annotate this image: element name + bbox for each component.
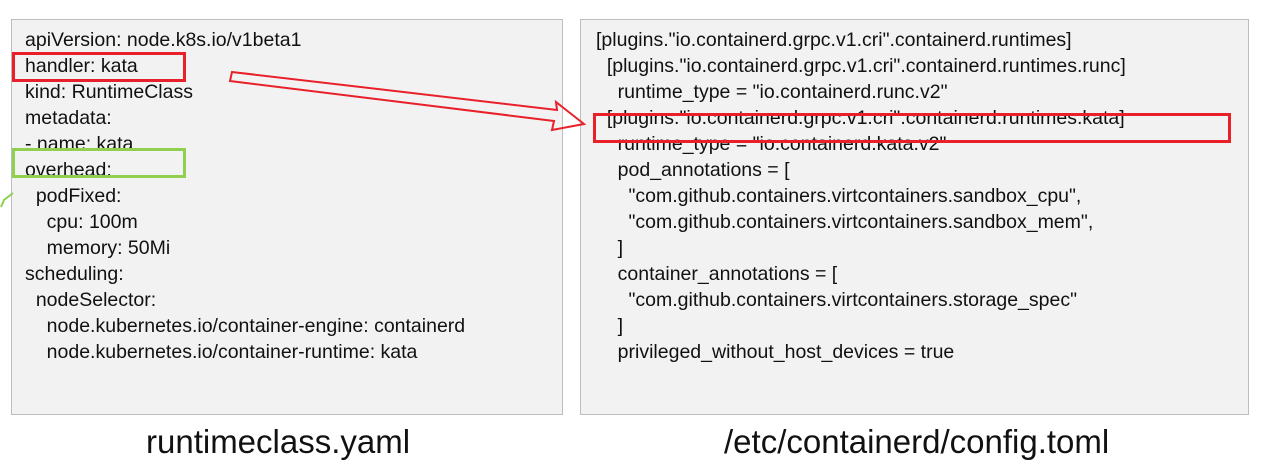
code-line-storage-spec: "com.github.containers.virtcontainers.st… [596,289,1078,311]
code-line-container-engine: node.kubernetes.io/container-engine: con… [25,315,466,337]
code-line-nodeselector: nodeSelector: [25,289,157,311]
code-line-container-annotations-close: ] [596,315,624,337]
code-line-runtimes-section: [plugins."io.containerd.grpc.v1.cri".con… [596,29,1072,51]
containerd-config-caption: /etc/containerd/config.toml [724,423,1110,460]
code-line-handler: handler: kata [25,55,138,77]
code-line-kind: kind: RuntimeClass [25,81,193,103]
runtimeclass-caption: runtimeclass.yaml [146,423,411,460]
code-line-runc-runtime-type: runtime_type = "io.containerd.runc.v2" [596,81,948,103]
name-connector-arrow [0,192,14,208]
code-line-apiversion: apiVersion: node.k8s.io/v1beta1 [25,29,302,51]
kata-section-highlight-box [593,113,1231,143]
code-line-pod-annotations-close: ] [596,237,624,259]
code-line-metadata: metadata: [25,107,112,129]
name-highlight-box [12,148,186,178]
code-line-container-runtime: node.kubernetes.io/container-runtime: ka… [25,341,418,363]
code-line-memory: memory: 50Mi [25,237,171,259]
code-line-runc-section: [plugins."io.containerd.grpc.v1.cri".con… [596,55,1126,77]
code-line-podfixed: podFixed: [25,185,122,207]
code-line-kata-runtime-type: runtime_type = "io.containerd.kata.v2" [596,133,947,155]
code-line-scheduling: scheduling: [25,263,124,285]
code-line-kata-section: [plugins."io.containerd.grpc.v1.cri".con… [596,107,1125,129]
runtimeclass-code-panel: apiVersion: node.k8s.io/v1beta1 handler:… [11,19,563,415]
containerd-config-code-panel: [plugins."io.containerd.grpc.v1.cri".con… [580,19,1249,415]
handler-highlight-box [12,52,186,82]
code-line-container-annotations: container_annotations = [ [596,263,838,285]
code-line-cpu: cpu: 100m [25,211,138,233]
code-line-pod-annotations: pod_annotations = [ [596,159,790,181]
code-line-privileged: privileged_without_host_devices = true [596,341,955,363]
handler-to-kata-arrow [228,70,587,132]
code-line-sandbox-cpu: "com.github.containers.virtcontainers.sa… [596,185,1082,207]
code-line-sandbox-mem: "com.github.containers.virtcontainers.sa… [596,211,1094,233]
